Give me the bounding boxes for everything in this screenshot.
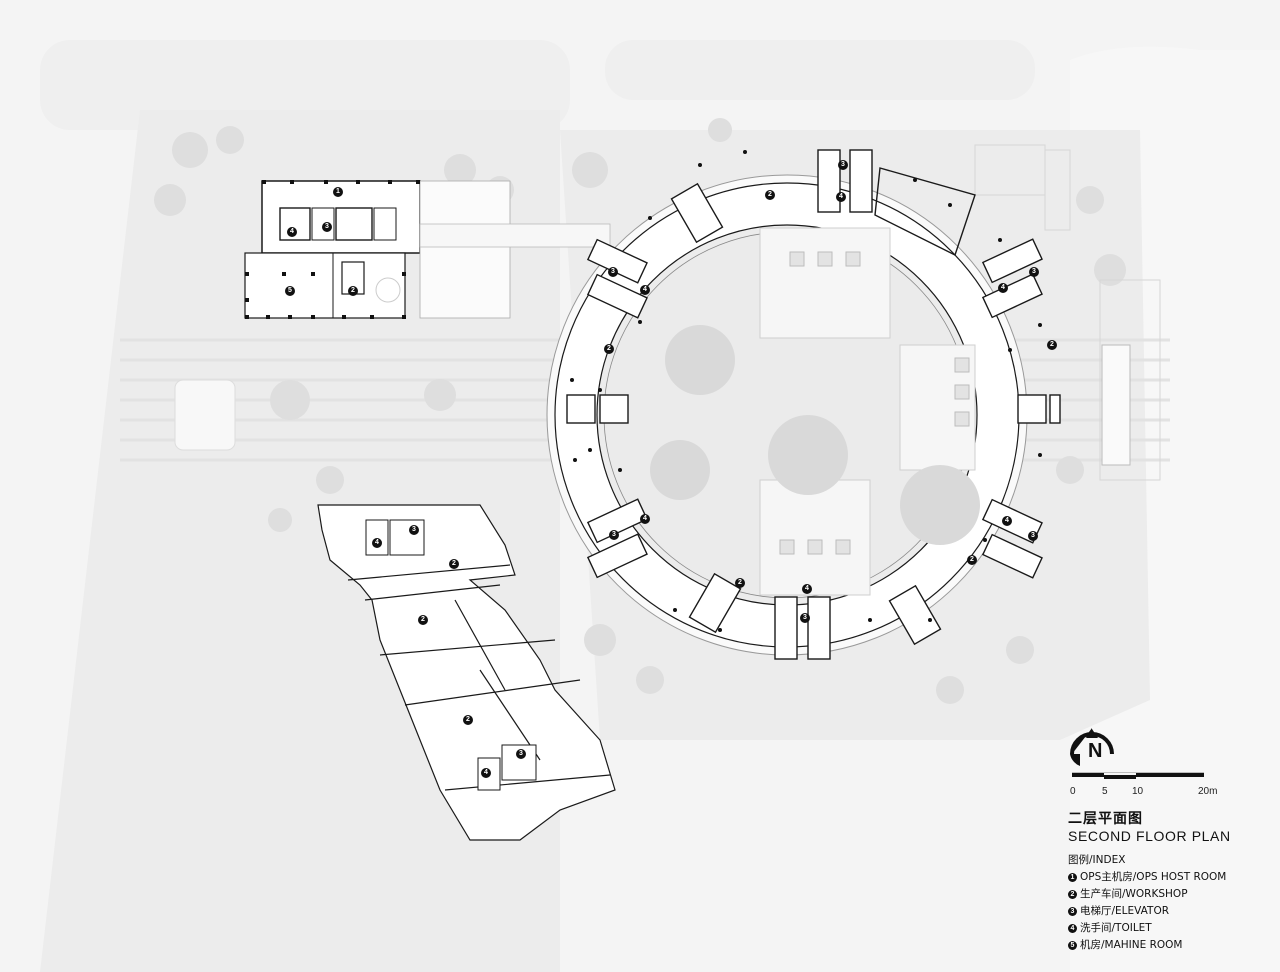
plan-title-en: SECOND FLOOR PLAN: [1068, 828, 1231, 844]
room-marker-2: 2: [735, 578, 745, 588]
room-marker-4: 4: [481, 768, 491, 778]
room-marker-3: 3: [609, 530, 619, 540]
scale-tick-0: 0: [1070, 786, 1076, 797]
room-marker-2: 2: [765, 190, 775, 200]
index-label: OPS主机房/OPS HOST ROOM: [1080, 871, 1227, 883]
scale-tick-10: 10: [1132, 786, 1144, 797]
index-label: 洗手间/TOILET: [1080, 922, 1152, 934]
scale-tick-20: 20m: [1198, 786, 1218, 797]
room-marker-4: 4: [802, 584, 812, 594]
room-marker-4: 4: [640, 285, 650, 295]
ops-building: [244, 180, 611, 319]
room-marker-3: 3: [838, 160, 848, 170]
room-marker-4: 4: [998, 283, 1008, 293]
index-badge: 3: [1068, 907, 1077, 916]
scale-labels: 0 5 10 20m: [1068, 786, 1218, 800]
index-badge: 2: [1068, 890, 1077, 899]
room-marker-3: 3: [800, 613, 810, 623]
scale-bar: [1072, 772, 1204, 779]
index-label: 机房/MAHINE ROOM: [1080, 939, 1183, 951]
room-marker-3: 3: [516, 749, 526, 759]
room-marker-4: 4: [372, 538, 382, 548]
room-marker-3: 3: [1028, 531, 1038, 541]
room-marker-2: 2: [604, 344, 614, 354]
room-marker-4: 4: [640, 514, 650, 524]
room-marker-3: 3: [322, 222, 332, 232]
index-label: 电梯厅/ELEVATOR: [1080, 905, 1170, 917]
north-label: N: [1088, 740, 1103, 762]
room-marker-2: 2: [418, 615, 428, 625]
index-badge: 4: [1068, 924, 1077, 933]
scale-tick-5: 5: [1102, 786, 1108, 797]
room-marker-1: 1: [333, 187, 343, 197]
room-marker-3: 3: [409, 525, 419, 535]
room-marker-3: 3: [1029, 267, 1039, 277]
room-marker-2: 2: [967, 555, 977, 565]
bar-building: [317, 504, 616, 841]
room-marker-4: 4: [1002, 516, 1012, 526]
room-marker-2: 2: [463, 715, 473, 725]
room-marker-4: 4: [287, 227, 297, 237]
index-title: 图例/INDEX: [1068, 854, 1126, 866]
index-badge: 1: [1068, 873, 1077, 882]
north-arrow-icon: [1070, 728, 1114, 766]
room-marker-2: 2: [348, 286, 358, 296]
plan-title-cn: 二层平面图: [1068, 811, 1143, 827]
index-badge: 5: [1068, 941, 1077, 950]
room-marker-4: 4: [836, 192, 846, 202]
ring-building: [546, 149, 1061, 660]
room-marker-5: 5: [285, 286, 295, 296]
room-marker-2: 2: [449, 559, 459, 569]
room-marker-3: 3: [608, 267, 618, 277]
room-marker-2: 2: [1047, 340, 1057, 350]
index-label: 生产车间/WORKSHOP: [1080, 888, 1188, 900]
